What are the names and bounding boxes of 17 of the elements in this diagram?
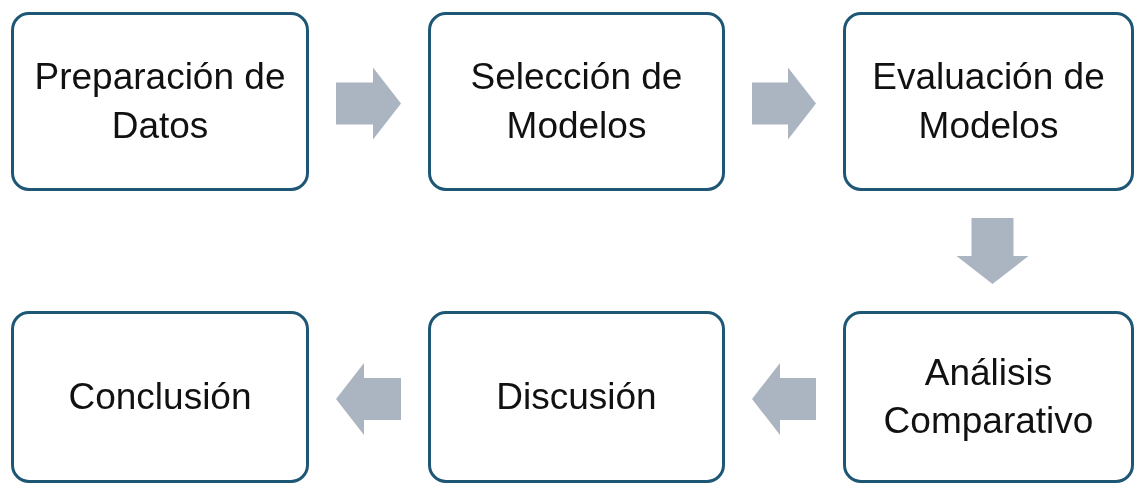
box-label: Discusión [496,374,657,419]
box-label: Preparación de Datos [33,55,287,148]
box-label: Evaluación de Modelos [871,55,1106,148]
block-arrow [336,67,401,140]
process-box [428,12,725,191]
block-arrow [956,218,1029,284]
box-label: Análisis Comparativo [882,350,1095,443]
process-box [11,12,309,191]
box-label: Selección de Modelos [469,55,684,148]
block-arrow [752,363,816,435]
block-arrow [752,67,816,140]
process-box [843,311,1134,483]
process-box [428,311,725,483]
box-label: Conclusión [68,374,252,419]
block-arrow [336,363,401,435]
process-box [843,12,1134,191]
process-box [11,311,309,483]
